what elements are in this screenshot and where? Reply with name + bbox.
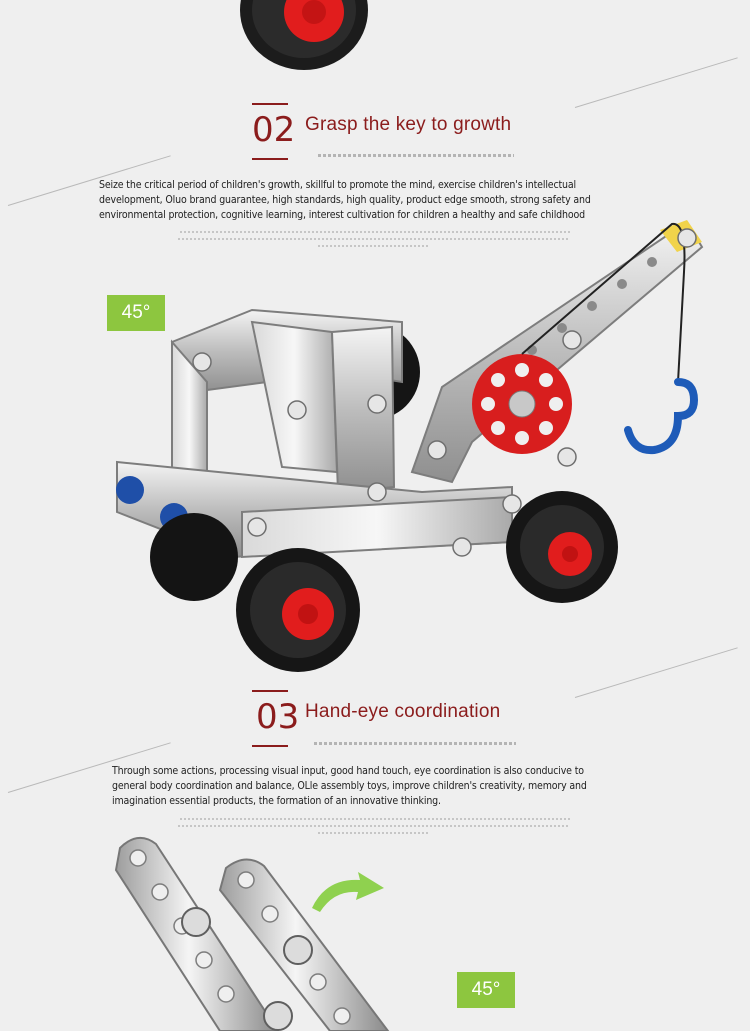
metal-strip-illustration [114,837,390,1031]
curved-arrow-icon [312,872,384,912]
wheel-icon [240,0,368,70]
section-subtitle-lettering [314,742,516,745]
section-number-bar-bottom [252,745,288,747]
section-number: 03 [256,697,300,737]
fine-print-line [178,825,570,827]
fine-print-line [180,818,570,820]
decorative-line [574,57,738,108]
fine-print-line [318,245,428,247]
section-title: Grasp the key to growth [305,114,512,135]
section-number-bar-bottom [252,158,288,160]
section-description: Seize the critical period of children's … [99,179,591,221]
angle-badge: 45° [107,295,165,331]
section-description: Through some actions, processing visual … [112,765,587,807]
section-number-bar-top [252,103,288,105]
section-number: 02 [252,110,296,150]
fine-print-line [178,238,570,240]
section-number-bar-top [252,690,288,692]
crane-truck-illustration [116,220,704,672]
angle-badge: 45° [457,972,515,1008]
fine-print-line [180,231,570,233]
hook-icon [624,378,699,455]
section-title: Hand-eye coordination [305,701,501,722]
fine-print-line [318,832,428,834]
section-subtitle-lettering [318,154,514,157]
